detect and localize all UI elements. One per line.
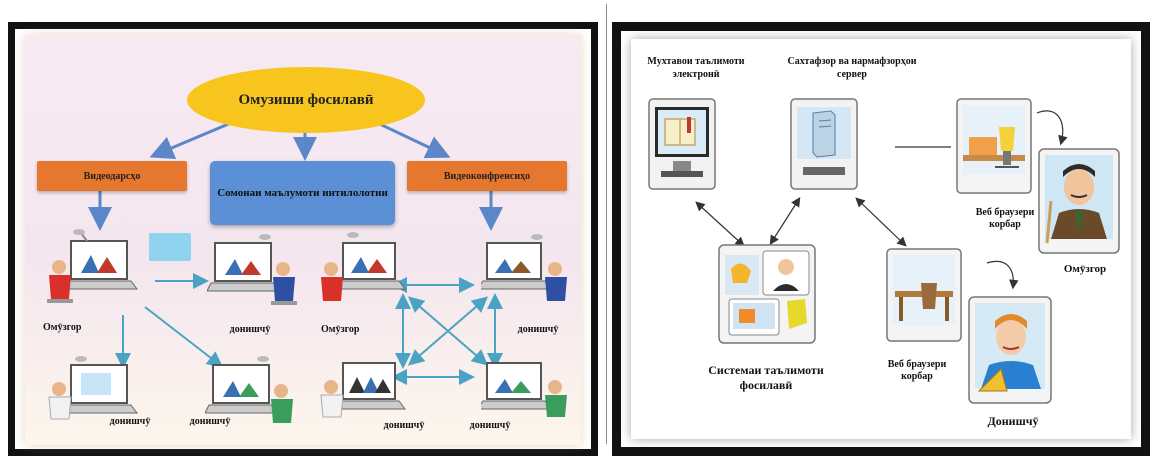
student-label: донишчӯ <box>189 416 231 427</box>
web-browser-user-label: Веб браузери корбар <box>877 359 957 383</box>
system-label: Системаи таълимоти фосилавӣ <box>691 363 841 393</box>
teacher-label: Омӯзгор <box>321 324 360 335</box>
student-laptop-icon <box>205 356 293 423</box>
label-line: Веб браузери <box>975 207 1035 218</box>
left-diagram-panel: Омузиши фосилавӣ Видеодарсҳо Сомонаи маъ… <box>8 22 598 456</box>
desk-chair-icon <box>886 248 962 342</box>
screen-preview-icon <box>149 233 191 261</box>
teacher-portrait-icon <box>1038 148 1120 254</box>
label-line: корбар <box>901 371 933 382</box>
right-diagram-panel: Мухтавои таълимоти электронӣ Сахтафзор в… <box>612 22 1150 456</box>
panel-divider <box>606 4 607 444</box>
label-line: Веб браузери <box>887 359 947 370</box>
desk-chair-icon <box>956 98 1032 194</box>
e-learning-content-title: Мухтавои таълимоти электронӣ <box>641 55 751 81</box>
student-laptop-icon <box>48 356 138 420</box>
e-learning-monitor-icon <box>648 98 716 190</box>
teacher-label: Омӯзгор <box>1063 263 1107 275</box>
student-label: Донишчӯ <box>987 414 1039 428</box>
student-portrait-icon <box>968 296 1052 404</box>
title-line: электронӣ <box>672 69 720 80</box>
label-line: фосилавӣ <box>739 378 793 392</box>
video-lessons-box: Видеодарсҳо <box>37 161 187 191</box>
student-laptop-icon <box>481 234 567 301</box>
title-line: Сахтафзор ва нармафзорҳои <box>787 56 917 67</box>
distance-learning-oval: Омузиши фосилавӣ <box>187 67 425 133</box>
web-browser-user-label: Веб браузери корбар <box>965 207 1045 231</box>
student-label: донишчӯ <box>517 324 559 335</box>
label-line: Системаи таълимоти <box>708 363 824 377</box>
student-laptop-icon <box>207 234 297 305</box>
server-title: Сахтафзор ва нармафзорҳои сервер <box>777 55 927 81</box>
server-icon <box>790 98 858 190</box>
teacher-label: Омӯзгор <box>43 322 82 333</box>
distance-learning-system-icon <box>718 244 816 344</box>
label-line: корбар <box>989 219 1021 230</box>
title-line: сервер <box>837 69 867 80</box>
student-label: донишчӯ <box>109 416 151 427</box>
teacher-laptop-icon <box>47 229 138 303</box>
student-label: донишчӯ <box>469 420 511 431</box>
info-site-box: Сомонаи маълумоти интилолотии <box>210 161 395 225</box>
title-line: Мухтавои таълимоти <box>647 56 745 67</box>
video-conference-box: Видеоконфренсиҳо <box>407 161 567 191</box>
student-label: донишчӯ <box>229 324 271 335</box>
student-laptop-icon <box>320 362 406 418</box>
teacher-laptop-icon <box>321 232 406 301</box>
student-label: донишчӯ <box>383 420 425 431</box>
student-laptop-icon <box>481 362 567 417</box>
right-connectors <box>695 110 1068 290</box>
